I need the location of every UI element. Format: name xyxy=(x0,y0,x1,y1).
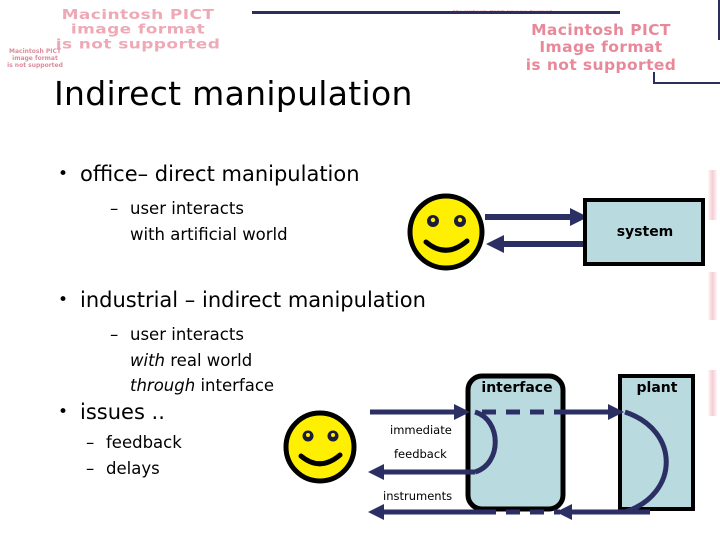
arrow-interface-to-plant xyxy=(563,404,624,420)
smiley-face-icon xyxy=(407,193,485,271)
label-instruments: instruments xyxy=(383,489,453,503)
corner-bracket-horizontal xyxy=(653,82,720,84)
edge-artifact-upper xyxy=(708,170,717,220)
bullet-office: • office– direct manipulation xyxy=(58,162,360,186)
subbullet-dash-icon: – xyxy=(86,458,95,478)
subbullet-issues-1: delays xyxy=(106,458,160,478)
bullet-dot-icon: • xyxy=(58,290,69,310)
loop-immediate-feedback xyxy=(474,409,498,475)
subbullet-industrial-1-em: with xyxy=(130,350,166,370)
subbullet-office-1: with artificial world xyxy=(130,224,288,244)
label-immediate: immediate xyxy=(390,423,452,437)
bullet-industrial-label: industrial – indirect manipulation xyxy=(80,288,426,312)
diagram-indirect-manipulation: interface plant immediate feedback instr… xyxy=(270,372,720,540)
subbullet-industrial-0: user interacts xyxy=(130,325,244,344)
subbullet-office-0: user interacts xyxy=(130,199,244,218)
diagram-direct-manipulation: system xyxy=(400,188,720,280)
arrow-instruments-to-user xyxy=(368,504,482,520)
subbullet-dash-icon: – xyxy=(86,433,95,452)
subbullet-industrial-1: real world xyxy=(165,350,253,370)
subbullet-issues-0: feedback xyxy=(106,433,182,452)
loop-plant-process xyxy=(624,409,669,515)
interface-box-label: interface xyxy=(481,380,553,396)
pict-placeholder-topleft: Macintosh PICT image format is not suppo… xyxy=(55,7,221,53)
subbullet-industrial-2-em: through xyxy=(130,376,196,396)
system-box xyxy=(583,198,705,266)
arrow-user-to-interface xyxy=(370,404,470,420)
edge-artifact-lower xyxy=(708,370,717,416)
plant-box-label: plant xyxy=(636,380,678,396)
bullet-industrial-sublist: –user interacts with real world through in… xyxy=(110,322,274,399)
subbullet-industrial-2: interface xyxy=(195,376,275,396)
bullet-industrial: • industrial – indirect manipulation xyxy=(58,288,426,312)
arrow-plant-to-interface xyxy=(556,504,650,520)
system-box-label: system xyxy=(616,224,674,240)
arrow-user-to-system xyxy=(485,208,588,226)
bullet-dot-icon: • xyxy=(58,402,69,422)
arrow-system-to-user xyxy=(486,235,588,253)
pict-placeholder-topleft-small: Macintosh PICT image format is not suppo… xyxy=(7,48,63,70)
bullet-issues-label: issues .. xyxy=(80,400,165,424)
interface-box xyxy=(465,373,566,512)
bullet-issues-sublist: –feedback–delays xyxy=(86,430,182,481)
subbullet-dash-icon: – xyxy=(110,199,119,218)
pict-placeholder-topright: Macintosh PICT Image format is not suppo… xyxy=(525,21,677,74)
edge-artifact-middle xyxy=(708,272,717,320)
bullet-office-sublist: –user interacts with artificial world xyxy=(110,196,288,247)
page-title: Indirect manipulation xyxy=(54,74,413,113)
label-feedback: feedback xyxy=(394,447,447,461)
smiley-face-icon xyxy=(283,410,357,484)
arrow-immediate-feedback-to-user xyxy=(368,464,475,480)
corner-bracket-vertical xyxy=(653,72,655,84)
bullet-office-label: office– direct manipulation xyxy=(80,162,360,186)
header-rule xyxy=(252,11,620,14)
right-edge-rule xyxy=(718,0,720,40)
bullet-dot-icon: • xyxy=(58,164,69,184)
subbullet-dash-icon: – xyxy=(110,325,119,344)
bullet-issues: • issues .. xyxy=(58,400,165,424)
